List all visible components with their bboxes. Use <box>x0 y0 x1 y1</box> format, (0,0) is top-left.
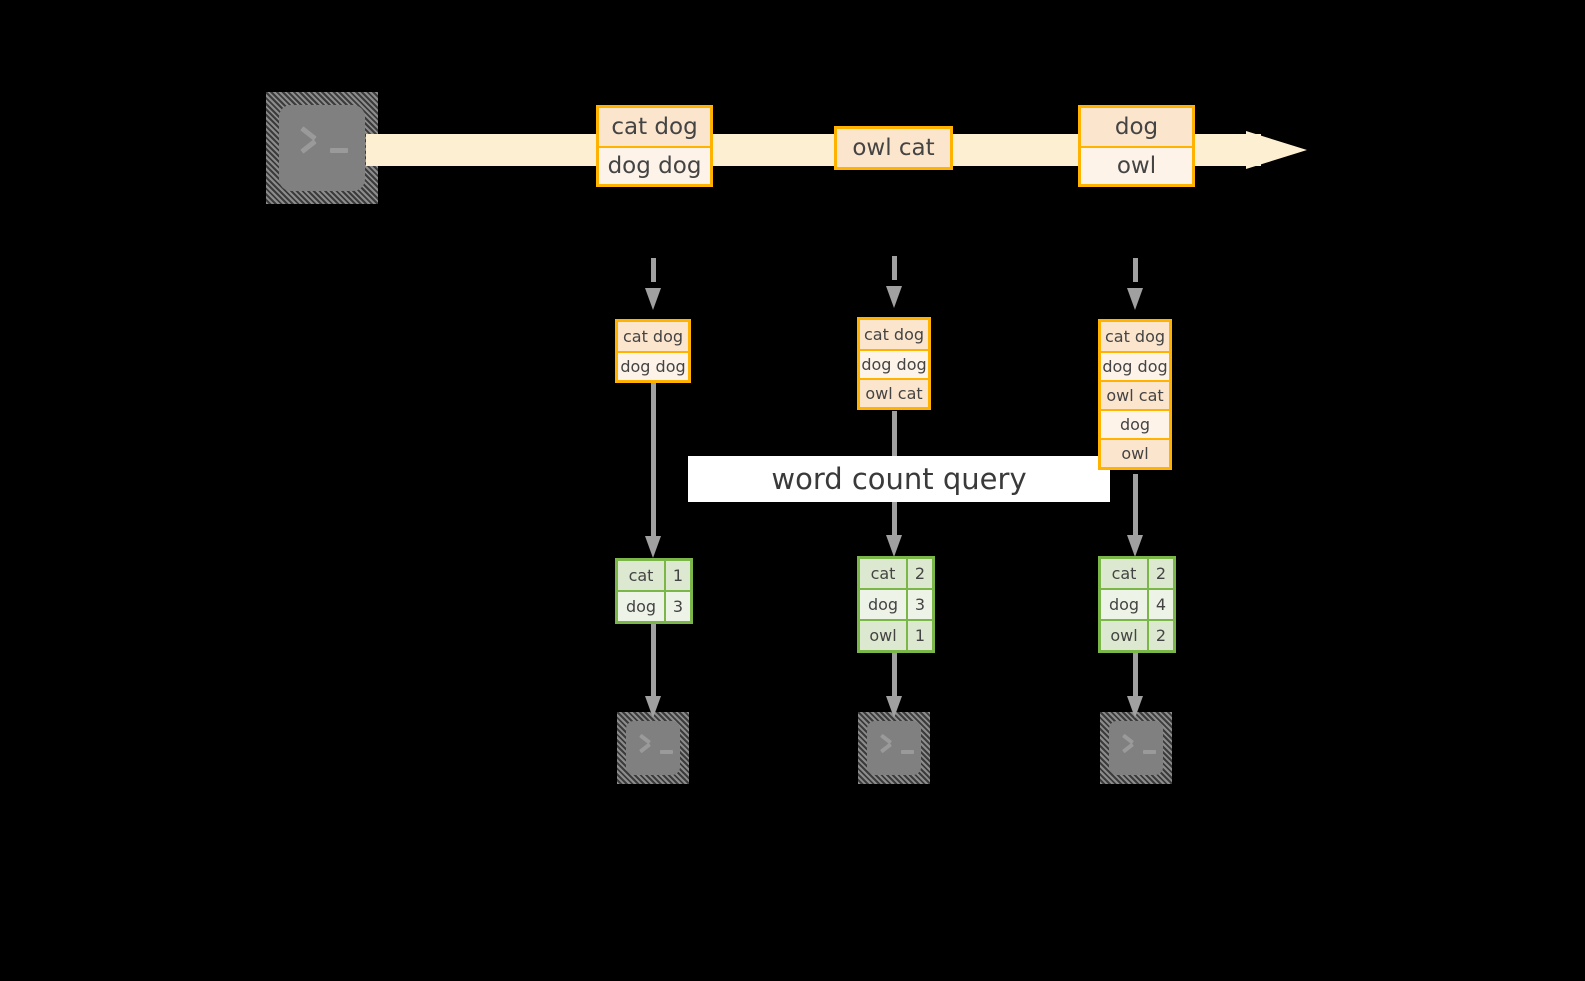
count-value: 1 <box>664 561 690 590</box>
count-value: 3 <box>906 590 932 619</box>
prompt-underscore-icon <box>660 750 673 754</box>
arrow-head-icon <box>886 535 902 557</box>
snapshot-2-count-table: cat 2 dog 3 owl 1 <box>857 556 935 653</box>
input-line: dog dog <box>618 351 688 380</box>
input-line: cat dog <box>860 320 928 349</box>
snapshot-1-input-stack: cat dog dog dog <box>615 319 691 383</box>
input-line: dog dog <box>860 349 928 378</box>
solid-line <box>1133 474 1138 541</box>
dashed-line <box>1133 258 1138 290</box>
table-row: dog 4 <box>1101 588 1173 619</box>
snapshot-1-sink-terminal-icon <box>617 712 689 784</box>
table-row: dog 3 <box>860 588 932 619</box>
source-terminal-icon <box>266 92 378 204</box>
record-line: owl <box>1081 146 1192 184</box>
count-value: 2 <box>906 559 932 588</box>
solid-line <box>651 382 656 542</box>
count-word: dog <box>1101 590 1147 619</box>
count-word: owl <box>1101 621 1147 650</box>
snapshot-2-input-stack: cat dog dog dog owl cat <box>857 317 931 410</box>
dashed-line <box>892 256 897 288</box>
input-line: owl cat <box>1101 380 1169 409</box>
terminal-screen <box>626 721 680 775</box>
arrow-head-icon <box>1127 535 1143 557</box>
record-line: cat dog <box>599 108 710 146</box>
dashed-line <box>651 258 656 290</box>
stream-record-2: owl cat <box>834 126 953 170</box>
prompt-underscore-icon <box>901 750 914 754</box>
arrow-head-icon <box>645 696 661 718</box>
input-line: dog dog <box>1101 351 1169 380</box>
count-word: dog <box>860 590 906 619</box>
prompt-underscore-icon <box>330 148 348 153</box>
record-line: dog <box>1081 108 1192 146</box>
count-value: 2 <box>1147 621 1173 650</box>
count-word: cat <box>1101 559 1147 588</box>
arrow-head-icon <box>886 696 902 718</box>
terminal-screen <box>867 721 921 775</box>
input-line: dog <box>1101 409 1169 438</box>
count-value: 4 <box>1147 590 1173 619</box>
table-row: dog 3 <box>618 590 690 621</box>
prompt-chevron-icon <box>879 733 897 755</box>
table-row: owl 2 <box>1101 619 1173 650</box>
count-value: 2 <box>1147 559 1173 588</box>
terminal-screen <box>1109 721 1163 775</box>
table-row: owl 1 <box>860 619 932 650</box>
arrow-head-icon <box>645 536 661 558</box>
input-line: cat dog <box>618 322 688 351</box>
solid-line <box>892 652 897 702</box>
snapshot-1-count-table: cat 1 dog 3 <box>615 558 693 624</box>
prompt-chevron-icon <box>638 733 656 755</box>
solid-line <box>651 622 656 702</box>
stream-record-3: dog owl <box>1078 105 1195 187</box>
snapshot-3-sink-terminal-icon <box>1100 712 1172 784</box>
count-value: 3 <box>664 592 690 621</box>
table-row: cat 2 <box>860 559 932 588</box>
input-line: owl cat <box>860 378 928 407</box>
arrow-head-icon <box>645 288 661 310</box>
input-line: owl <box>1101 438 1169 467</box>
snapshot-2-sink-terminal-icon <box>858 712 930 784</box>
terminal-screen <box>279 105 365 191</box>
count-word: owl <box>860 621 906 650</box>
query-label-text: word count query <box>771 462 1027 496</box>
count-word: cat <box>860 559 906 588</box>
query-label: word count query <box>688 456 1110 502</box>
snapshot-3-input-stack: cat dog dog dog owl cat dog owl <box>1098 319 1172 470</box>
table-row: cat 2 <box>1101 559 1173 588</box>
arrow-head-icon <box>886 286 902 308</box>
table-row: cat 1 <box>618 561 690 590</box>
prompt-chevron-icon <box>299 125 325 155</box>
count-value: 1 <box>906 621 932 650</box>
solid-line <box>1133 652 1138 702</box>
count-word: cat <box>618 561 664 590</box>
record-line: dog dog <box>599 146 710 184</box>
snapshot-3-count-table: cat 2 dog 4 owl 2 <box>1098 556 1176 653</box>
stream-record-1: cat dog dog dog <box>596 105 713 187</box>
arrow-head-icon <box>1127 288 1143 310</box>
prompt-chevron-icon <box>1121 733 1139 755</box>
record-line: owl cat <box>837 129 950 167</box>
count-word: dog <box>618 592 664 621</box>
stream-arrow-head <box>1246 131 1307 169</box>
input-line: cat dog <box>1101 322 1169 351</box>
arrow-head-icon <box>1127 696 1143 718</box>
prompt-underscore-icon <box>1143 750 1156 754</box>
